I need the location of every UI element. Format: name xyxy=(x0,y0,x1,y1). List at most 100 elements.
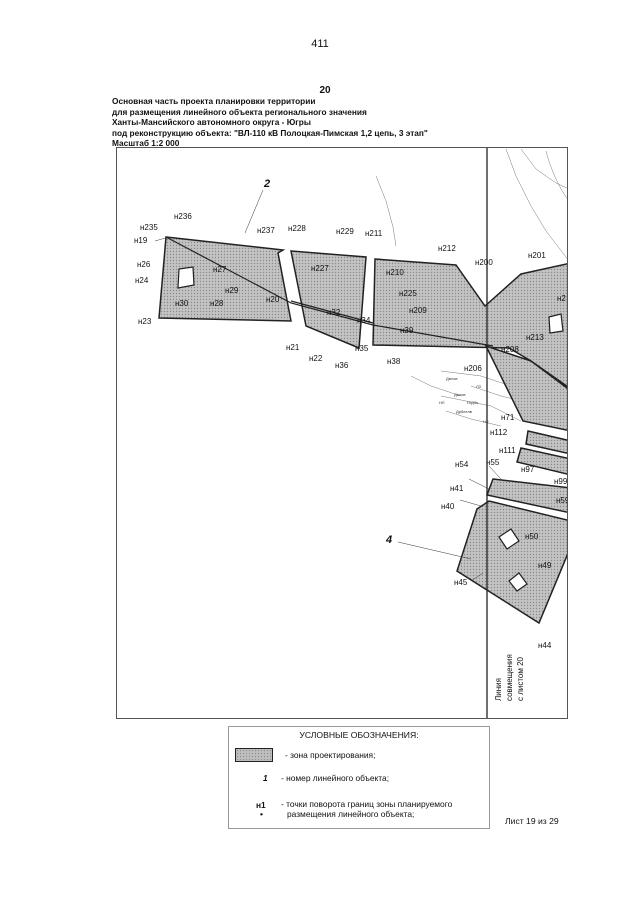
point-label: н54 xyxy=(455,460,469,469)
point-label: н213 xyxy=(526,333,544,342)
point-label: н55 xyxy=(486,458,500,467)
point-label: н24 xyxy=(135,276,149,285)
legend-point-label-2: размещения линейного объекта; xyxy=(287,809,415,819)
header-line-2: для размещения линейного объекта региона… xyxy=(112,106,367,117)
point-label: н200 xyxy=(475,258,493,267)
point-label: н19 xyxy=(134,236,148,245)
legend-point-label-1: - точки поворота границ зоны планируемог… xyxy=(281,799,453,809)
point-label: н20 xyxy=(266,295,280,304)
point-label: н38 xyxy=(387,357,401,366)
point-label: н212 xyxy=(438,244,456,253)
legend-title: УСЛОВНЫЕ ОБОЗНАЧЕНИЯ: xyxy=(299,730,419,740)
point-label: н40 xyxy=(441,502,455,511)
small-label: Н/ДЗп xyxy=(467,400,478,405)
point-label: н44 xyxy=(538,641,552,650)
legend: УСЛОВНЫЕ ОБОЗНАЧЕНИЯ: - зона проектирова… xyxy=(228,726,490,829)
point-label: н50 xyxy=(525,532,539,541)
point-label: н236 xyxy=(174,212,192,221)
sheet-counter: Лист 19 из 29 xyxy=(505,816,559,826)
point-label: н211 xyxy=(365,229,383,238)
point-label: н208 xyxy=(501,345,519,354)
map-frame: 2 4 н235 н236 н19 н26 н24 н23 н27 н29 н2… xyxy=(116,147,568,719)
header-line-3: Ханты-Мансийского автономного округа - Ю… xyxy=(112,117,311,128)
point-label: н71 xyxy=(501,413,515,422)
point-label: н209 xyxy=(409,306,427,315)
legend-point-symbol: н1 xyxy=(256,800,266,810)
point-label: н26 xyxy=(137,260,151,269)
point-label: н29 xyxy=(225,286,239,295)
planning-map: 2 4 н235 н236 н19 н26 н24 н23 н27 н29 н2… xyxy=(134,148,568,718)
building xyxy=(508,572,528,592)
point-label: н111 xyxy=(499,446,516,455)
point-label: н201 xyxy=(528,251,546,260)
building xyxy=(548,313,564,334)
point-label: н235 xyxy=(140,223,158,232)
point-label: н28 xyxy=(210,299,224,308)
design-zone xyxy=(158,236,567,625)
point-label: н22 xyxy=(309,354,323,363)
building xyxy=(177,266,195,289)
leader-lines xyxy=(154,189,502,582)
small-label: Двлов xyxy=(454,392,465,397)
point-label: н237 xyxy=(257,226,275,235)
point-label: н41 xyxy=(450,484,464,493)
point-label: н59 xyxy=(556,496,568,505)
point-label: н112 xyxy=(490,428,508,437)
point-label: н39 xyxy=(400,326,414,335)
zone-segment-4 xyxy=(484,344,567,431)
small-annotations: Двлов ЛЗ Двлов НЛ Н/ДЗп Дрблелв НЛ xyxy=(439,376,489,424)
combine-line-label: Линия совмещения с листом 20 xyxy=(494,654,525,701)
small-label: НЛ xyxy=(439,400,445,405)
legend-point-dot: • xyxy=(260,809,263,819)
point-label: н23 xyxy=(138,317,152,326)
legend-number-symbol: 1 xyxy=(263,773,268,783)
point-label: н34 xyxy=(357,316,371,325)
zone-segment-6 xyxy=(516,447,567,475)
page-number: 411 xyxy=(311,38,329,50)
point-label: н225 xyxy=(399,289,417,298)
point-label: н97 xyxy=(521,465,535,474)
zone-segment-7 xyxy=(485,478,567,513)
point-label: н35 xyxy=(355,344,369,353)
building xyxy=(498,528,520,550)
point-label: н210 xyxy=(386,268,404,277)
document-header: Основная часть проекта планировки террит… xyxy=(112,96,428,149)
point-label: н99 xyxy=(554,477,568,486)
small-label: ЛЗ xyxy=(476,384,482,389)
point-label: н36 xyxy=(335,361,349,370)
point-label: н228 xyxy=(288,224,306,233)
line-axis xyxy=(165,236,494,347)
legend-zone-label: - зона проектирования; xyxy=(285,750,376,760)
zone-segment-3 xyxy=(372,258,567,388)
header-line-4: под реконструкцию объекта: "ВЛ-110 кВ По… xyxy=(112,127,428,138)
object-number-4: 4 xyxy=(385,534,392,546)
small-label: Двлов xyxy=(446,376,457,381)
small-label: Дрблелв xyxy=(456,409,472,414)
point-label: н21 xyxy=(286,343,300,352)
point-label: н27 xyxy=(213,265,227,274)
sheet-number: 20 xyxy=(319,85,331,96)
point-label: н2 xyxy=(557,294,566,303)
zone-swatch xyxy=(235,748,273,762)
point-label: н45 xyxy=(454,578,468,587)
point-label: н32 xyxy=(327,308,341,317)
point-label: н49 xyxy=(538,561,552,570)
scale-label: Масштаб 1:2 000 xyxy=(112,138,180,149)
point-label: н30 xyxy=(175,299,189,308)
legend-number-label: - номер линейного объекта; xyxy=(281,773,390,783)
zone-segment-1 xyxy=(158,236,292,322)
combine-line-label-2: совмещения xyxy=(505,654,514,701)
object-number-2: 2 xyxy=(263,178,270,190)
buildings xyxy=(177,266,564,592)
combine-line-label-1: Линия xyxy=(494,678,503,701)
small-label: НЛ xyxy=(483,419,489,424)
combine-line-label-3: с листом 20 xyxy=(516,656,525,701)
point-labels: н235 н236 н19 н26 н24 н23 н27 н29 н28 н3… xyxy=(134,212,568,650)
point-label: н229 xyxy=(336,227,354,236)
zone-segment-5 xyxy=(525,430,567,454)
point-label: н227 xyxy=(311,264,329,273)
point-label: н206 xyxy=(464,364,482,373)
zone-segment-2 xyxy=(290,250,367,350)
zone-segment-8 xyxy=(456,500,567,625)
header-line-1: Основная часть проекта планировки террит… xyxy=(112,96,316,106)
